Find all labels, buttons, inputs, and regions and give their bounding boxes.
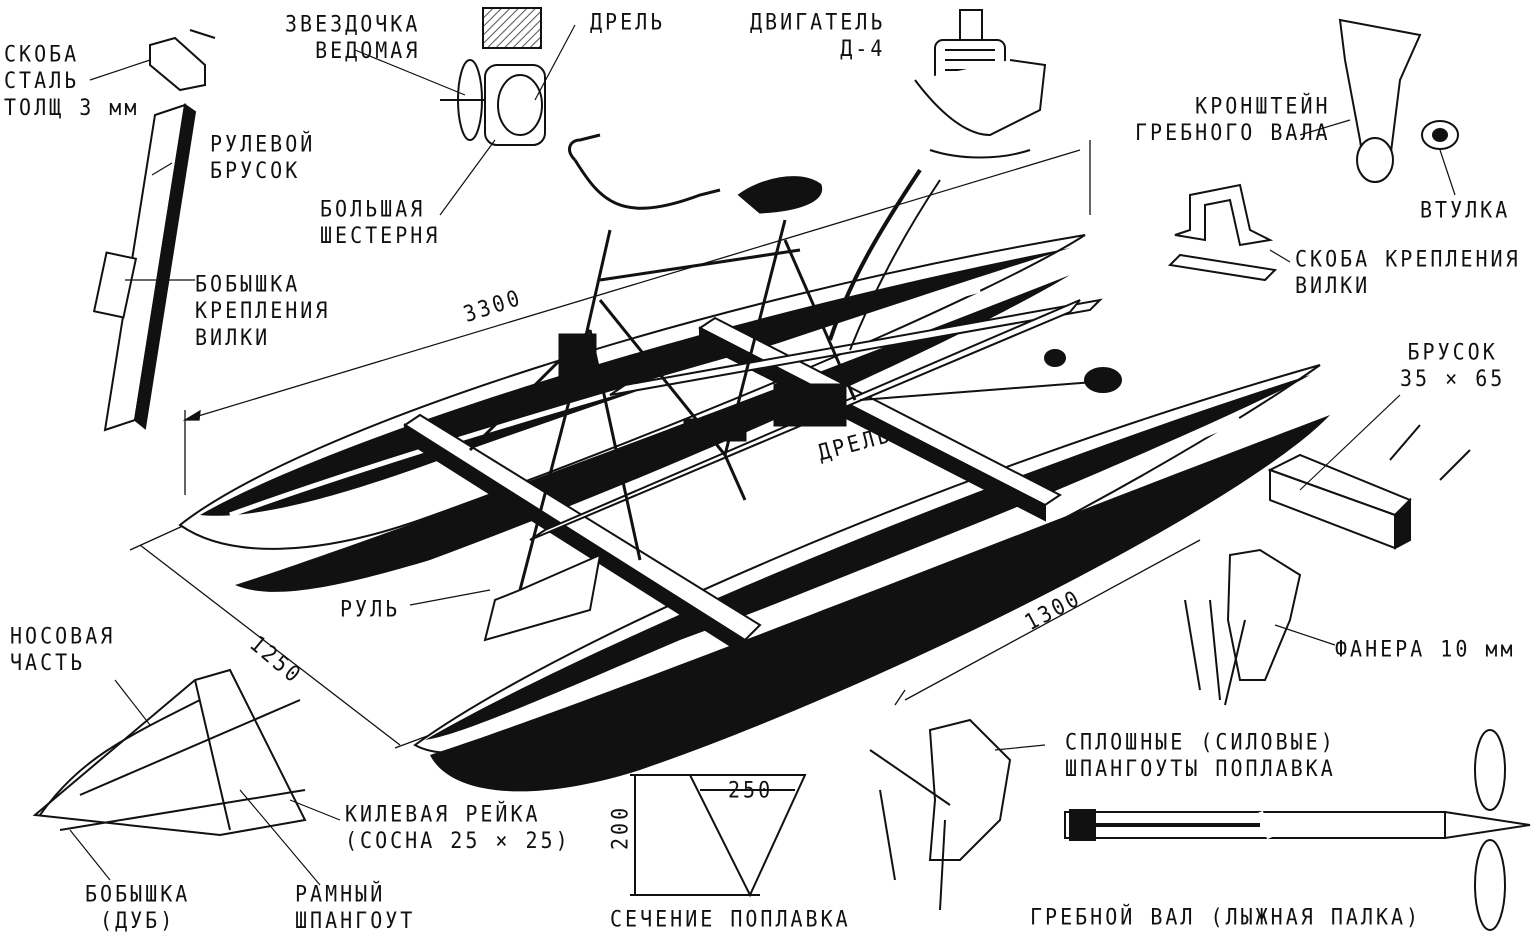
- label-steel-bracket: СКОБА СТАЛЬ ТОЛЩ 3 мм: [4, 40, 139, 121]
- label-line: ВИЛКИ: [195, 323, 271, 351]
- label-big-gear: БОЛЬШАЯ ШЕСТЕРНЯ: [320, 195, 440, 249]
- label-solid-frames: СПЛОШНЫЕ (СИЛОВЫЕ) ШПАНГОУТЫ ПОПЛАВКА: [1065, 728, 1336, 782]
- nose-frame-drawing: [32, 668, 307, 837]
- label-line: ГРЕБНОГО ВАЛА: [1135, 118, 1331, 146]
- shaft-bracket-drawing: [1338, 18, 1459, 183]
- float-section-drawing: [630, 774, 807, 898]
- label-oak-boss: БОБЫШКА (ДУБ): [85, 880, 190, 934]
- label-line: СКОБА: [4, 40, 80, 67]
- leader-lines: [69, 24, 1456, 886]
- label-line: СТАЛЬ: [4, 66, 80, 94]
- label-line: ГРЕБНОЙ ВАЛ (ЛЫЖНАЯ ПАЛКА): [1030, 903, 1422, 930]
- label-ski-pole-shaft: ГРЕБНОЙ ВАЛ (ЛЫЖНАЯ ПАЛКА): [1030, 903, 1421, 930]
- label-line: КРОНШТЕЙН: [1195, 92, 1331, 119]
- label-line: ДРЕЛЬ: [590, 8, 666, 35]
- label-engine: ДВИГАТЕЛЬ Д-4: [750, 8, 885, 62]
- label-line: БРУСОК: [1407, 338, 1498, 365]
- engine-drawing: [914, 9, 1047, 159]
- label-line: КИЛЕВАЯ РЕЙКА: [345, 800, 541, 827]
- label-line: 35 × 65: [1400, 364, 1506, 392]
- label-drill-top: ДРЕЛЬ: [590, 8, 665, 35]
- label-line: 250: [728, 776, 774, 803]
- label-shaft-bracket: КРОНШТЕЙН ГРЕБНОГО ВАЛА: [1135, 92, 1331, 146]
- label-bushing: ВТУЛКА: [1420, 196, 1510, 223]
- label-line: РУЛЕВОЙ: [210, 130, 316, 157]
- label-line: ШЕСТЕРНЯ: [320, 221, 441, 249]
- shaft-assembly: [859, 349, 1122, 401]
- bicycle-frame: [468, 133, 941, 642]
- label-line: БРУСОК: [210, 156, 301, 184]
- solid-frames-drawing: [869, 718, 1012, 911]
- label-line: БОБЫШКА: [195, 270, 301, 297]
- label-line: ВТУЛКА: [1420, 196, 1511, 223]
- label-bar-35x65: БРУСОК 35 × 65: [1400, 338, 1505, 392]
- label-nose-section: НОСОВАЯ ЧАСТЬ: [10, 622, 115, 676]
- label-plywood: ФАНЕРА 10 мм: [1335, 635, 1516, 662]
- label-keel-batten: КИЛЕВАЯ РЕЙКА (СОСНА 25 × 25): [345, 800, 571, 854]
- label-line: СКОБА КРЕПЛЕНИЯ: [1295, 245, 1521, 272]
- fork-bracket-drawing: [1167, 183, 1278, 282]
- label-line: ШПАНГОУТЫ ПОПЛАВКА: [1065, 754, 1336, 782]
- dimension-250: 250: [728, 776, 773, 803]
- label-rudder: РУЛЬ: [340, 595, 400, 622]
- steering-bar-drawing: [92, 103, 197, 432]
- sprocket-drill-drawing: [440, 7, 546, 146]
- label-line: ЗВЕЗДОЧКА: [285, 10, 421, 37]
- cross-beams: [403, 298, 1103, 657]
- label-line: (СОСНА 25 × 25): [345, 826, 571, 854]
- label-line: ТОЛЩ 3 мм: [4, 93, 140, 121]
- label-line: БОЛЬШАЯ: [320, 195, 426, 222]
- label-line: ВИЛКИ: [1295, 271, 1371, 299]
- label-line: ЧАСТЬ: [10, 648, 86, 676]
- label-line: ШПАНГОУТ: [295, 906, 416, 934]
- right-pontoon: [413, 364, 1330, 792]
- label-line: 200: [606, 804, 633, 850]
- label-line: БОБЫШКА: [85, 880, 191, 907]
- plywood-frame-drawing: [1184, 548, 1302, 706]
- label-fork-boss: БОБЫШКА КРЕПЛЕНИЯ ВИЛКИ: [195, 270, 330, 351]
- label-fork-bracket: СКОБА КРЕПЛЕНИЯ ВИЛКИ: [1295, 245, 1521, 299]
- label-line: КРЕПЛЕНИЯ: [195, 296, 331, 324]
- label-line: Д-4: [840, 34, 886, 62]
- dimension-200: 200: [606, 805, 633, 850]
- label-line: ФАНЕРА 10 мм: [1335, 635, 1516, 662]
- steel-bracket-drawing: [149, 29, 216, 92]
- label-line: РАМНЫЙ: [295, 880, 386, 907]
- label-float-section: СЕЧЕНИЕ ПОПЛАВКА: [610, 905, 851, 932]
- label-line: РУЛЬ: [340, 595, 401, 622]
- label-line: ДВИГАТЕЛЬ: [750, 8, 886, 35]
- label-line: (ДУБ): [100, 906, 176, 934]
- label-line: ВЕДОМАЯ: [315, 36, 421, 64]
- label-line: СПЛОШНЫЕ (СИЛОВЫЕ): [1065, 728, 1336, 755]
- bar-35x65-drawing: [1267, 424, 1471, 550]
- label-steering-bar: РУЛЕВОЙ БРУСОК: [210, 130, 315, 184]
- label-line: НОСОВАЯ: [10, 622, 116, 649]
- ski-pole-shaft-drawing: [1064, 729, 1531, 931]
- label-line: СЕЧЕНИЕ ПОПЛАВКА: [610, 905, 851, 932]
- label-frame-rib: РАМНЫЙ ШПАНГОУТ: [295, 880, 415, 934]
- label-driven-sprocket: ЗВЕЗДОЧКА ВЕДОМАЯ: [285, 10, 420, 64]
